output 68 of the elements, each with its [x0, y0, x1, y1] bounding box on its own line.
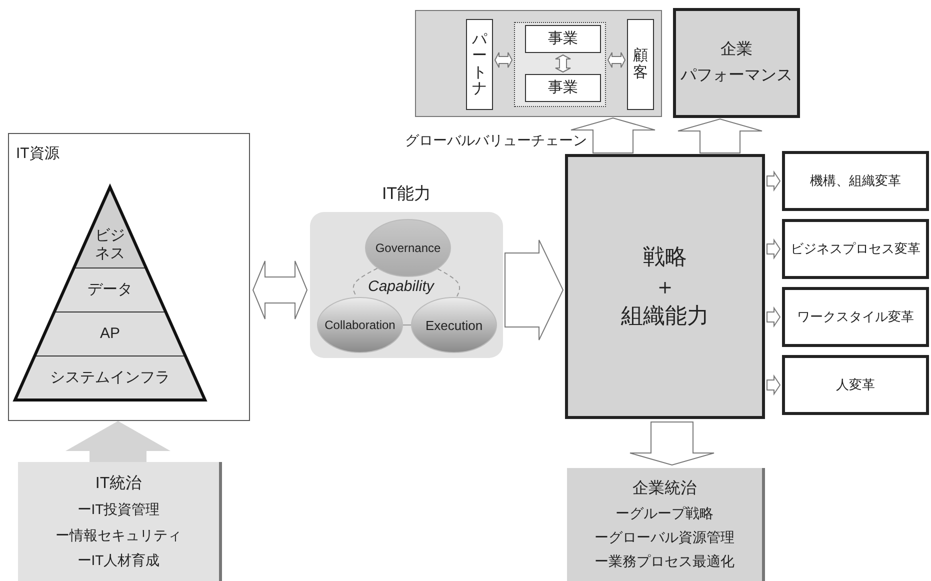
box-label: 事業 [548, 30, 578, 48]
box-label: ＋ [654, 272, 676, 301]
box-label: 事業 [548, 79, 578, 97]
box-label: パフォーマンス [680, 66, 792, 86]
panel-heading: IT能力 [380, 183, 432, 205]
list-item: ーIT投資管理 [77, 501, 160, 520]
list-item: ー情報セキュリティ [56, 526, 182, 545]
ellipse-label: Governance [375, 241, 441, 255]
group-box [514, 22, 606, 107]
block-arrow [766, 374, 781, 396]
pyramid-layer [35, 312, 185, 356]
pyramid-layer [15, 356, 205, 400]
ellipse-label: Collaboration [324, 318, 396, 332]
process-box [627, 19, 654, 110]
block-arrow [504, 240, 564, 340]
pyramid-layer [54, 268, 166, 312]
panel-heading: 企業統治 [632, 479, 696, 499]
double-block-arrow [555, 54, 571, 73]
layer-label: システムインフラ [50, 368, 170, 388]
double-block-arrow [607, 52, 626, 68]
block-arrow [766, 170, 781, 192]
block-arrow [766, 306, 781, 328]
ellipse-node [365, 219, 451, 277]
ellipse-node [411, 297, 497, 353]
process-box [782, 219, 929, 279]
list-item: ーグループ戦略 [616, 505, 714, 523]
process-box [466, 19, 493, 110]
governance-panel [18, 462, 222, 581]
block-arrow [630, 422, 714, 466]
box-heading: IT資源 [16, 144, 60, 163]
box-label: ビジネスプロセス変革 [790, 241, 920, 257]
process-box [525, 74, 601, 102]
process-box [782, 355, 929, 415]
box-label: 顧客 [633, 48, 648, 81]
box-label: 企業 [720, 40, 752, 60]
box-label: 人変革 [836, 377, 875, 393]
block-arrow [66, 421, 170, 462]
double-block-arrow [252, 260, 308, 320]
list-item: ーグローバル資源管理 [594, 529, 734, 547]
ellipse-label: Execution [425, 318, 483, 332]
box-label: 組織能力 [621, 302, 709, 330]
double-block-arrow [494, 52, 513, 68]
value-chain-panel [415, 10, 662, 117]
caption-label: グローバルバリューチェーン [405, 132, 587, 150]
box-label: 戦略 [643, 242, 687, 271]
center-label: Capability [368, 278, 434, 295]
block-arrow [766, 238, 781, 260]
process-box [565, 154, 765, 419]
list-item: ーIT人材育成 [77, 552, 160, 570]
process-box [525, 25, 601, 53]
panel-heading: IT統治 [95, 474, 142, 494]
list-item: ー業務プロセス最適化 [594, 553, 734, 571]
box-label: 機構、組織変革 [810, 173, 901, 189]
governance-panel [567, 468, 765, 581]
box-label: パートナ [472, 32, 487, 98]
layer-label: ビジネス [94, 226, 126, 264]
process-box [782, 287, 929, 347]
frame-box [8, 133, 250, 421]
process-box [782, 151, 929, 211]
layer-label: データ [88, 280, 132, 300]
process-box [673, 8, 800, 118]
box-label: ワークスタイル変革 [797, 309, 914, 325]
block-arrow [678, 118, 762, 154]
ellipse-node [317, 297, 403, 353]
block-arrow [570, 117, 656, 154]
connector-line [402, 324, 412, 326]
layer-label: AP [100, 324, 120, 344]
dashed-connector [437, 268, 460, 298]
